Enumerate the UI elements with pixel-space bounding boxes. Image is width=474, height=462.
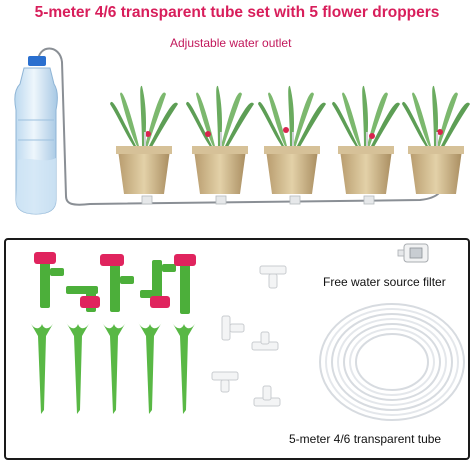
dripper-stake-icon bbox=[30, 322, 54, 414]
potted-aloe-icon bbox=[186, 85, 254, 194]
valve-icon bbox=[66, 286, 100, 312]
dripper-stake-icon bbox=[66, 322, 90, 414]
tee-connector-icon bbox=[215, 195, 227, 205]
valve-icon bbox=[34, 252, 64, 308]
tube-coil-icon bbox=[319, 303, 465, 421]
irrigation-scene bbox=[14, 47, 470, 215]
dripper-stake-icon bbox=[138, 322, 162, 414]
tee-connector-icon bbox=[141, 195, 153, 205]
dripper-stake-icon bbox=[172, 322, 196, 414]
water-bottle-icon bbox=[14, 56, 58, 215]
potted-aloe-icon bbox=[332, 85, 400, 194]
potted-aloe-icon bbox=[258, 85, 326, 194]
kit-contents-panel bbox=[4, 238, 470, 460]
valve-icon bbox=[100, 254, 134, 312]
tee-connector-icon bbox=[363, 195, 375, 205]
page-title: 5-meter 4/6 transparent tube set with 5 … bbox=[34, 4, 440, 21]
tube-label: 5-meter 4/6 transparent tube bbox=[289, 432, 442, 446]
tee-connector-icon bbox=[251, 331, 279, 351]
potted-aloe-icon bbox=[402, 85, 470, 194]
tee-connector-icon bbox=[211, 371, 239, 393]
tee-connector-icon bbox=[253, 385, 281, 407]
valve-icon bbox=[174, 254, 196, 314]
subtitle: Adjustable water outlet bbox=[170, 36, 292, 50]
filter-icon bbox=[397, 243, 429, 263]
tee-connector-icon bbox=[221, 315, 245, 341]
dripper-stake-icon bbox=[102, 322, 126, 414]
filter-label: Free water source filter bbox=[323, 275, 446, 289]
tee-connector-icon bbox=[259, 265, 287, 289]
tee-connector-icon bbox=[289, 195, 301, 205]
valve-icon bbox=[140, 260, 176, 308]
potted-aloe-icon bbox=[110, 85, 178, 194]
